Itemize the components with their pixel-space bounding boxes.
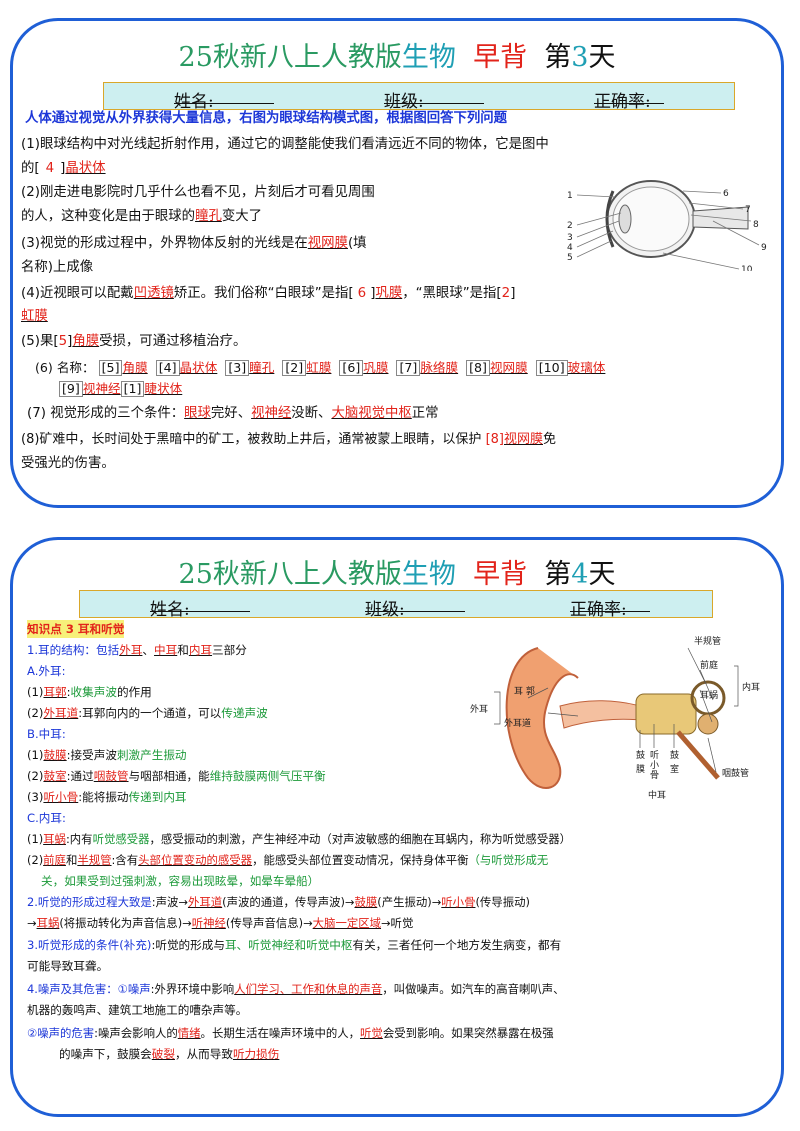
q6-item: [4]晶状体	[155, 360, 217, 376]
day4-title: 25秋新八上人教版生物 早背 第4天	[178, 559, 616, 590]
q8-line2: 受强光的伤害。	[21, 456, 115, 471]
choroid-layer	[612, 186, 690, 252]
q8-line1: (8)矿难中，长时间处于黑暗中的矿工，被救助上井后，通常被蒙上眼睛，以保护 [8…	[21, 432, 557, 447]
ear-structure-diagram: 半规管 前庭 内耳 耳蜗 咽鼓管 耳 郭 外耳 外耳道 鼓 膜 听 小 骨 鼓 …	[470, 635, 760, 801]
q1-line1: (1)眼球结构中对光线起折射作用，通过它的调整能使我们看清远近不同的物体，它是图…	[21, 137, 549, 152]
ear-label-eustachian-tube: 咽鼓管	[722, 767, 749, 779]
day4-info-bar: 姓名: 班级: 正确率:	[79, 590, 713, 620]
ear-label-char: 小	[650, 760, 659, 771]
eye-label: 4	[567, 243, 573, 253]
inner-ear-item-2: (2)前庭和半规管:含有头部位置变动的感受器，能感受头部位置变动情况，保持身体平…	[27, 853, 549, 867]
middle-ear-item-1: (1)鼓膜:接受声波刺激产生振动	[27, 748, 187, 762]
day3-intro: 人体通过视觉从外界获得大量信息，右图为眼球结构模式图，根据图回答下列问题	[25, 111, 508, 126]
middle-ear-item-2: (2)鼓室:通过咽鼓管与咽部相通，能维持鼓膜两侧气压平衡	[27, 769, 326, 783]
inner-ear-item-2-cont: 关，如果受到过强刺激，容易出现眩晕，如晕车晕船）	[41, 874, 320, 888]
q3-line1: (3)视觉的形成过程中，外界物体反射的光线是在视网膜(填	[21, 236, 367, 251]
eye-leader-lines	[576, 190, 760, 270]
inner-ear-heading: C.内耳:	[27, 811, 66, 825]
ear-label-char: 骨	[650, 770, 659, 781]
ear-label-auricle: 耳 郭	[514, 685, 535, 697]
outer-ear-heading: A.外耳:	[27, 664, 66, 678]
q6-item: [1]睫状体	[120, 381, 182, 397]
ear-label-char: 听	[650, 750, 659, 761]
inner-ear-item-1: (1)耳蜗:内有听觉感受器，感受振动的刺激，产生神经冲动（对声波敏感的细胞在耳蜗…	[27, 832, 571, 846]
ear-label-ear-canal: 外耳道	[504, 717, 531, 729]
eye-label: 6	[723, 189, 729, 199]
eustachian-tube-shape	[676, 730, 720, 780]
day3-info-bar: 姓名: 班级: 正确率:	[103, 82, 735, 112]
q6-item: [5]角膜	[98, 360, 148, 376]
q6-names-row2: [9]视神经[1]睫状体	[59, 378, 182, 399]
knowledge-point-heading: 知识点 3 耳和听觉	[27, 620, 125, 638]
ear-label-char: 膜	[636, 764, 645, 775]
noise-harm-line1: ②噪声的危害:噪声会影响人的情绪。长期生活在噪声环境中的人，听觉会受到影响。如果…	[27, 1026, 554, 1040]
q1-line2: 的[4]晶状体	[21, 161, 106, 176]
ear-label-vestibule: 前庭	[700, 659, 718, 671]
q2-line2: 的人，这种变化是由于眼球的瞳孔变大了	[21, 209, 263, 224]
ear-structure-line: 1.耳的结构：包括外耳、中耳和内耳三部分	[27, 643, 247, 657]
q5-line: (5)果[5]角膜受损，可通过移植治疗。	[21, 334, 247, 349]
noise-harm-line2: 的噪声下，鼓膜会破裂，从而导致听力损伤	[59, 1047, 280, 1061]
q6-item: [8]视网膜	[466, 360, 528, 376]
q6-item: [2]虹膜	[282, 360, 331, 376]
hearing-conditions-line1: 3.听觉形成的条件(补充):听觉的形成与耳、听觉神经和听觉中枢有关，三者任何一个…	[27, 938, 562, 952]
eye-label: 2	[567, 221, 573, 231]
eye-label: 5	[567, 253, 573, 263]
eye-label: 9	[761, 243, 767, 253]
q6-item: [9]视神经	[59, 381, 121, 397]
eye-label: 10	[741, 265, 753, 271]
outer-ear-item-1: (1)耳郭:收集声波的作用	[27, 685, 152, 699]
eye-label: 7	[745, 205, 751, 215]
hearing-process-line1: 2.听觉的形成过程大致是:声波→外耳道(声波的通道，传导声波)→鼓膜(产生振动)…	[27, 895, 530, 909]
q6-item: [6]巩膜	[339, 360, 388, 376]
cornea-shape	[605, 190, 615, 248]
q6-item: [7]脉络膜	[396, 360, 458, 376]
q2-line1: (2)刚走进电影院时几乎什么也看不见，片刻后才可看见周围	[21, 185, 375, 200]
eye-structure-diagram: 1 2 3 4 5 6 7 8 9 10	[567, 180, 767, 271]
ear-label-char: 鼓	[636, 749, 645, 761]
q7-line: (7) 视觉形成的三个条件：眼球完好、视神经没断、大脑视觉中枢正常	[27, 406, 439, 421]
lens-shape	[618, 204, 632, 234]
ear-label-char: 室	[670, 763, 679, 775]
noise-definition-line2: 机器的轰鸣声、建筑工地施工的嘈杂声等。	[27, 1003, 248, 1017]
q6-item: [10]玻璃体	[535, 360, 605, 376]
ear-canal-shape	[559, 700, 641, 729]
q6-names-row1: (6) 名称： [5]角膜 [4]晶状体 [3]瞳孔 [2]虹膜 [6]巩膜 […	[35, 360, 606, 376]
q4-line2: 虹膜	[21, 309, 48, 324]
middle-ear-item-3: (3)听小骨:能将振动传递到内耳	[27, 790, 187, 804]
q4-line1: (4)近视眼可以配戴凹透镜矫正。我们俗称“白眼球”是指[6]巩膜，“黑眼球”是指…	[21, 286, 516, 301]
ear-label-outer-ear: 外耳	[470, 703, 488, 715]
ear-leader-lines	[494, 647, 739, 773]
q6-item: [3]瞳孔	[225, 360, 274, 376]
day4-card: 25秋新八上人教版生物 早背 第4天 姓名: 班级: 正确率: 知识点 3 耳和…	[10, 537, 784, 1117]
hearing-conditions-line2: 可能导致耳聋。	[27, 959, 109, 973]
ear-label-char: 鼓	[670, 749, 679, 761]
middle-ear-heading: B.中耳:	[27, 727, 66, 741]
eye-label: 1	[567, 191, 573, 201]
outer-ear-item-2: (2)外耳道:耳郭向内的一个通道，可以传递声波	[27, 706, 268, 720]
noise-definition-line1: 4.噪声及其危害：①噪声:外界环境中影响人们学习、工作和休息的声音，叫做噪声。如…	[27, 982, 565, 996]
ear-label-middle-ear: 中耳	[648, 789, 666, 801]
eye-label: 8	[753, 220, 759, 230]
middle-ear-shape	[635, 693, 697, 735]
ear-label-semicircular-canals: 半规管	[694, 635, 721, 647]
ear-label-cochlea: 耳蜗	[700, 690, 718, 701]
day3-card: 25秋新八上人教版生物 早背 第3天 姓名: 班级: 正确率: 人体通过视觉从外…	[10, 18, 784, 508]
q3-line2: 名称)上成像	[21, 260, 94, 275]
day3-title: 25秋新八上人教版生物 早背 第3天	[178, 42, 616, 73]
cochlea-shape	[697, 713, 719, 735]
ear-label-inner-ear: 内耳	[742, 681, 760, 693]
eye-label: 3	[567, 233, 573, 243]
hearing-process-line2: →耳蜗(将振动转化为声音信息)→听神经(传导声音信息)→大脑一定区域→听觉	[27, 916, 414, 930]
auricle-shape	[505, 647, 579, 789]
